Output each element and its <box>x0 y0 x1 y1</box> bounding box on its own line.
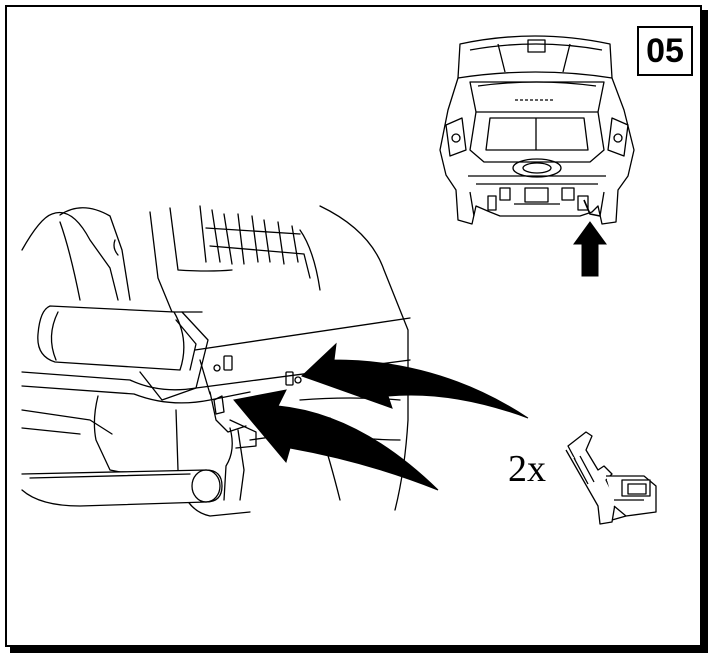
car-rear-overview-icon <box>439 35 635 225</box>
insertion-arrow-icon <box>233 389 439 491</box>
panel-shadow-bottom <box>10 647 708 653</box>
insertion-arrow-icon <box>301 342 529 419</box>
quantity-label: 2x <box>508 448 546 490</box>
clip-part-icon <box>565 431 657 525</box>
panel-shadow-right <box>702 10 708 650</box>
rear-underbody-detail <box>21 205 411 517</box>
location-arrow-icon <box>573 221 607 277</box>
step-number-badge: 05 <box>637 26 693 76</box>
step-number: 05 <box>646 31 684 70</box>
